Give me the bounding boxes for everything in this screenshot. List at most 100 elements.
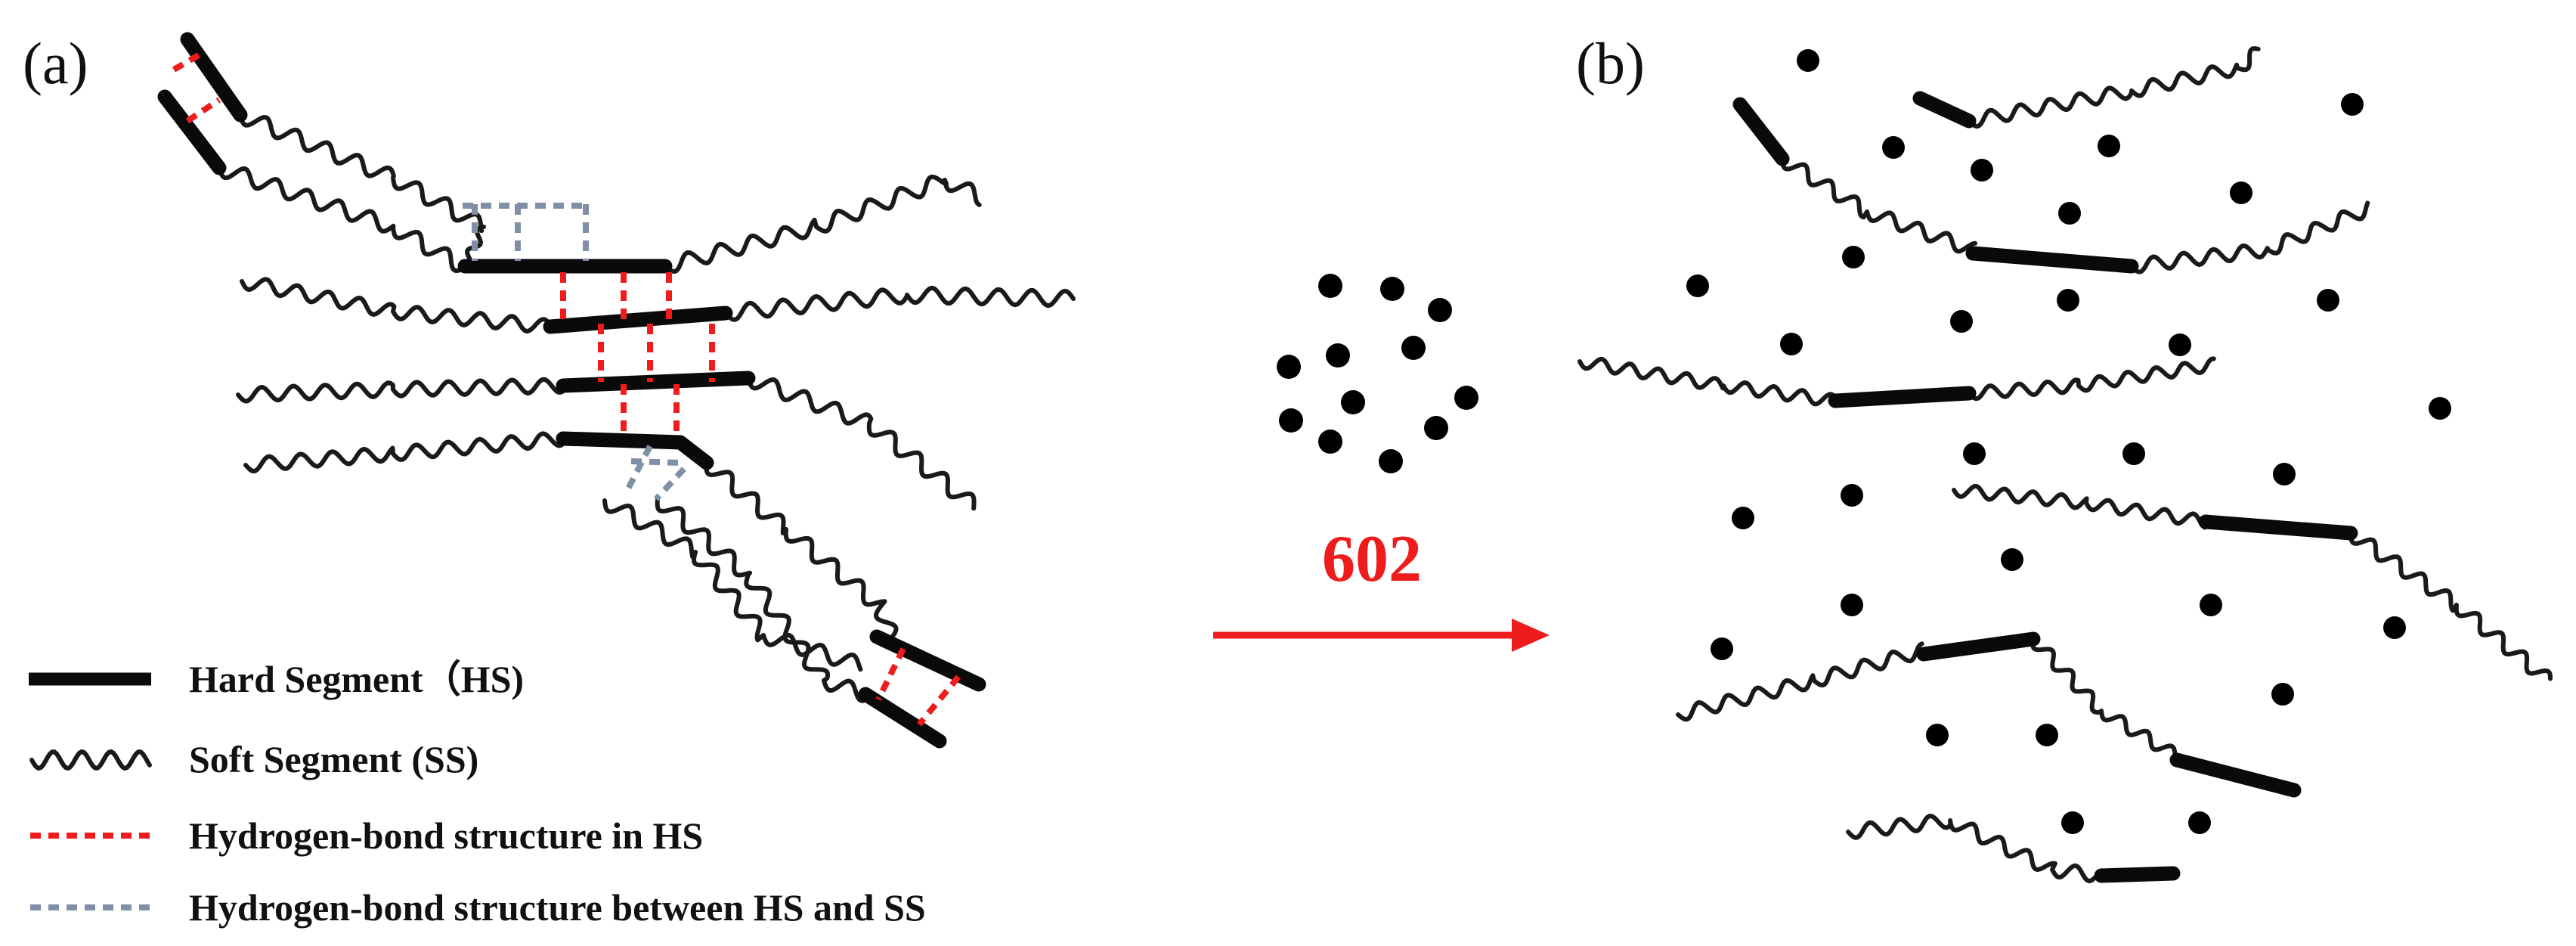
additive-particle <box>1401 336 1426 360</box>
additive-particle <box>2383 616 2406 639</box>
additive-particle <box>2273 463 2296 485</box>
soft-segment <box>655 497 866 703</box>
soft-segment <box>1780 157 1977 254</box>
additive-particle <box>2341 93 2364 116</box>
additive-particle-cluster <box>1277 274 1478 473</box>
legend-soft-label: Soft Segment (SS) <box>189 738 478 780</box>
hard-segment <box>1828 386 1977 408</box>
hard-segment <box>157 89 227 175</box>
additive-particle <box>2061 811 2084 834</box>
hard-segment <box>556 431 714 470</box>
additive-particle <box>1963 442 1986 465</box>
additive-particle <box>1379 449 1403 473</box>
panel-a-label: (a) <box>23 30 88 96</box>
legend-hbond-hs: Hydrogen-bond structure in HS <box>30 814 703 857</box>
additive-particle <box>2271 683 2294 706</box>
hard-segment <box>1912 91 1977 129</box>
soft-segment <box>2129 200 2370 274</box>
additive-particle <box>2122 442 2145 465</box>
additive-particle <box>1797 49 1819 72</box>
hard-segment <box>556 371 756 393</box>
additive-particle <box>1318 430 1342 454</box>
hard-segment <box>2198 514 2358 541</box>
additive-particle <box>2098 135 2120 157</box>
legend-soft-segment: Soft Segment (SS) <box>29 738 478 780</box>
additive-particle <box>2429 397 2451 420</box>
hs-ss-hbond <box>623 445 653 495</box>
additive-particle <box>2200 594 2222 616</box>
hs-hbond <box>916 675 961 727</box>
panel-a-hydrogen-bonds <box>172 50 961 727</box>
hard-segment <box>2094 866 2181 883</box>
soft-segment <box>1967 356 2216 402</box>
legend-hbond-hs-ss-label: Hydrogen-bond structure between HS and S… <box>189 886 926 929</box>
legend: Hard Segment（HS) Soft Segment (SS) Hydro… <box>29 658 926 929</box>
additive-particle <box>1950 310 1973 333</box>
additive-particle <box>1971 159 1993 181</box>
additive-particle <box>1842 246 1865 268</box>
soft-segment <box>1846 814 2104 884</box>
additive-particle <box>1424 416 1448 440</box>
additive-particle <box>1318 274 1342 298</box>
additive-particle <box>1341 390 1365 414</box>
additive-particle <box>2169 333 2191 356</box>
soft-segment <box>663 174 982 274</box>
additive-particle <box>2058 202 2081 225</box>
panel-a-soft-segments <box>217 113 1076 703</box>
additive-particle <box>1711 637 1733 660</box>
hard-segment <box>180 32 248 123</box>
hard-segment <box>858 687 947 749</box>
panel-b-label: (b) <box>1576 30 1645 96</box>
soft-segment <box>217 166 463 273</box>
additive-particle <box>2057 289 2079 312</box>
soft-segment <box>2348 531 2553 681</box>
hard-segment <box>1732 97 1790 166</box>
panel-b-disrupted-structure <box>1577 46 2553 884</box>
additive-particle <box>1279 408 1303 433</box>
soft-segment <box>240 277 553 334</box>
soft-segment <box>1676 641 1924 722</box>
panel-a-hard-segments <box>157 32 986 749</box>
hard-segment <box>1965 246 2139 274</box>
hs-hbond <box>875 647 906 701</box>
legend-hard-segment: Hard Segment（HS) <box>29 658 524 700</box>
panel-b-hard-segments <box>1732 91 2358 883</box>
additive-particle <box>2188 811 2211 834</box>
additive-particle <box>2036 724 2058 746</box>
panel-a-ordered-structure <box>157 32 1076 749</box>
additive-particle <box>1380 277 1404 301</box>
additive-particle <box>1926 724 1949 746</box>
additive-particle <box>1882 136 1905 159</box>
additive-label: 602 <box>1322 523 1422 596</box>
hard-segment <box>1916 631 2041 662</box>
additive-particle <box>2001 548 2023 571</box>
hs-ss-hbond <box>630 458 681 466</box>
soft-segment <box>238 113 485 234</box>
additive-particle <box>1277 355 1301 379</box>
additive-particle <box>2230 181 2252 204</box>
soft-segment <box>1577 356 1838 407</box>
additive-particle <box>1454 386 1478 410</box>
hs-hbond <box>172 50 205 73</box>
additive-particle <box>1686 274 1709 297</box>
additive-particle <box>1326 343 1350 368</box>
soft-segment <box>704 461 899 642</box>
legend-hard-label: Hard Segment（HS) <box>189 658 524 700</box>
soft-segment <box>2030 637 2178 761</box>
soft-segment <box>602 498 863 672</box>
legend-soft-swatch <box>29 749 152 771</box>
hard-segment <box>543 306 733 334</box>
legend-hbond-hs-label: Hydrogen-bond structure in HS <box>189 814 703 857</box>
transformation-arrow <box>1213 619 1550 652</box>
additive-particle <box>1780 333 1803 355</box>
panel-b-soft-segments <box>1577 46 2553 884</box>
soft-segment <box>746 376 977 511</box>
soft-segment <box>236 377 566 404</box>
soft-segment <box>1952 483 2207 530</box>
hs-ss-hbond <box>654 467 686 501</box>
additive-particle <box>1841 484 1863 507</box>
hard-segment <box>869 629 986 692</box>
additive-particle <box>1428 298 1452 322</box>
additive-particle <box>1841 594 1863 616</box>
